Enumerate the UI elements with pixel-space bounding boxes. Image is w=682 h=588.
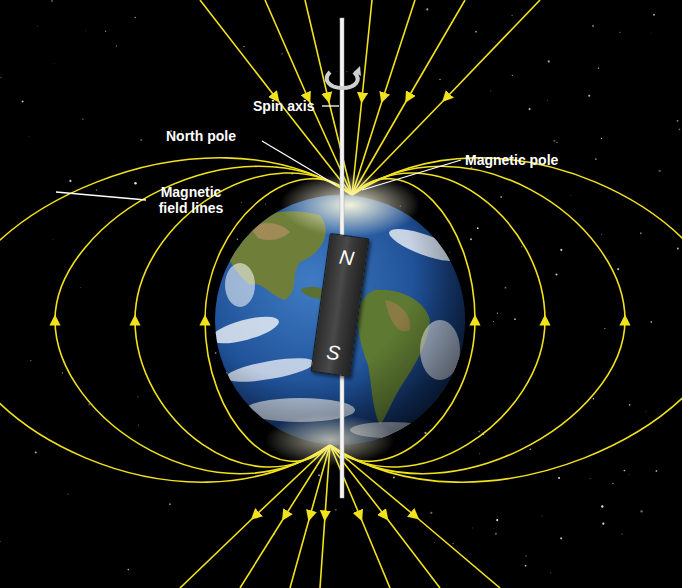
leader-lines	[56, 106, 461, 200]
pole-label: Magnetic pole	[465, 152, 558, 168]
field-label: Magnetic field lines	[150, 184, 232, 216]
magnet-pole-letter: N	[326, 244, 367, 271]
earth	[209, 173, 469, 466]
axis-label: Spin axis	[253, 98, 314, 114]
bar-magnet: NS	[310, 233, 369, 377]
magnet-pole-letter: S	[313, 339, 354, 366]
stars	[0, 0, 680, 573]
pole-label: North pole	[166, 128, 236, 144]
